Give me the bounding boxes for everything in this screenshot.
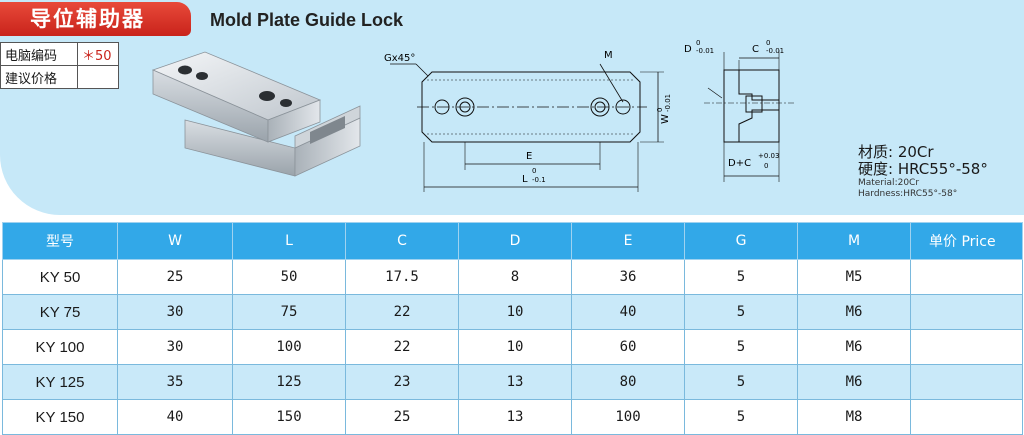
material-info: 材质: 20Cr 硬度: HRC55°-58° Material:20Cr Ha… <box>858 144 988 200</box>
e-label: E <box>526 151 532 162</box>
cell-m: M8 <box>797 399 911 435</box>
info-value: ＊50 <box>77 42 119 66</box>
technical-drawing-top: Gx45° M W 0 -0.01 E L 0 -0.1 <box>384 50 672 192</box>
cell-m: M6 <box>797 294 911 330</box>
cell-g: 5 <box>684 364 798 400</box>
cell-d: 10 <box>458 294 572 330</box>
cell-model: KY 125 <box>2 364 118 400</box>
table-row: KY 50 25 50 17.5 8 36 5 M5 <box>2 259 1023 295</box>
table-row: KY 150 40 150 25 13 100 5 M8 <box>2 399 1023 435</box>
cell-e: 36 <box>571 259 685 295</box>
col-header-w: W <box>117 222 233 260</box>
cell-g: 5 <box>684 399 798 435</box>
col-header-c: C <box>345 222 459 260</box>
col-header-price: 单价 Price <box>910 222 1023 260</box>
cell-l: 100 <box>232 329 346 365</box>
cell-price <box>910 294 1023 330</box>
col-header-model: 型号 <box>2 222 118 260</box>
info-label: 建议价格 <box>0 65 78 89</box>
product-image <box>151 51 361 177</box>
cell-w: 35 <box>117 364 233 400</box>
c-tol-lower: -0.01 <box>766 47 784 55</box>
info-table: 电脑编码 ＊50 建议价格 <box>0 42 119 89</box>
d-label: D <box>684 44 692 55</box>
m-label: M <box>604 50 613 61</box>
cell-d: 13 <box>458 399 572 435</box>
page-subtitle: Mold Plate Guide Lock <box>210 10 404 30</box>
cell-c: 25 <box>345 399 459 435</box>
l-label: L <box>522 174 528 185</box>
cell-c: 22 <box>345 329 459 365</box>
cell-e: 60 <box>571 329 685 365</box>
cell-l: 150 <box>232 399 346 435</box>
cell-price <box>910 259 1023 295</box>
material-cn: 材质: 20Cr <box>858 143 934 161</box>
cell-g: 5 <box>684 294 798 330</box>
c-tol-upper: 0 <box>766 39 770 47</box>
cell-model: KY 100 <box>2 329 118 365</box>
cell-g: 5 <box>684 329 798 365</box>
table-row: KY 100 30 100 22 10 60 5 M6 <box>2 329 1023 365</box>
dc-tol-lower: 0 <box>764 162 768 170</box>
cell-model: KY 50 <box>2 259 118 295</box>
cell-w: 30 <box>117 329 233 365</box>
info-label: 电脑编码 <box>0 42 78 66</box>
c-label: C <box>752 44 759 55</box>
cell-model: KY 150 <box>2 399 118 435</box>
w-tol-lower: -0.01 <box>664 94 672 112</box>
col-header-d: D <box>458 222 572 260</box>
cell-d: 8 <box>458 259 572 295</box>
cell-m: M6 <box>797 364 911 400</box>
table-row: KY 125 35 125 23 13 80 5 M6 <box>2 364 1023 400</box>
cell-d: 10 <box>458 329 572 365</box>
info-row: 电脑编码 ＊50 <box>0 42 119 66</box>
d-tol-lower: -0.01 <box>696 47 714 55</box>
cell-m: M5 <box>797 259 911 295</box>
dc-tol-upper: +0.03 <box>758 152 779 160</box>
hardness-cn: 硬度: HRC55°-58° <box>858 160 988 178</box>
cell-g: 5 <box>684 259 798 295</box>
cell-c: 23 <box>345 364 459 400</box>
cell-d: 13 <box>458 364 572 400</box>
table-row: KY 75 30 75 22 10 40 5 M6 <box>2 294 1023 330</box>
cell-model: KY 75 <box>2 294 118 330</box>
technical-drawing-side: D 0 -0.01 C 0 -0.01 D+C +0.03 0 <box>684 39 794 182</box>
hardness-en: Hardness:HRC55°-58° <box>858 189 958 199</box>
l-tol-upper: 0 <box>532 167 536 175</box>
spec-header-row: 型号 W L C D E G M 单价 Price <box>2 222 1023 260</box>
cell-c: 22 <box>345 294 459 330</box>
cell-w: 25 <box>117 259 233 295</box>
cell-price <box>910 364 1023 400</box>
cell-e: 80 <box>571 364 685 400</box>
spec-table: 型号 W L C D E G M 单价 Price KY 50 25 50 17… <box>2 222 1023 435</box>
cell-e: 100 <box>571 399 685 435</box>
cell-price <box>910 329 1023 365</box>
col-header-e: E <box>571 222 685 260</box>
cell-c: 17.5 <box>345 259 459 295</box>
cell-m: M6 <box>797 329 911 365</box>
info-value <box>77 65 119 89</box>
cell-price <box>910 399 1023 435</box>
cell-l: 50 <box>232 259 346 295</box>
material-en: Material:20Cr <box>858 178 920 188</box>
cell-l: 75 <box>232 294 346 330</box>
l-tol-lower: -0.1 <box>532 176 546 184</box>
dc-label: D+C <box>728 158 751 169</box>
w-label: W <box>660 114 671 124</box>
cell-e: 40 <box>571 294 685 330</box>
d-tol-upper: 0 <box>696 39 700 47</box>
col-header-g: G <box>684 222 798 260</box>
cell-w: 30 <box>117 294 233 330</box>
page-title: 导位辅助器 <box>0 2 191 36</box>
col-header-m: M <box>797 222 911 260</box>
chamfer-label: Gx45° <box>384 53 415 64</box>
col-header-l: L <box>232 222 346 260</box>
cell-w: 40 <box>117 399 233 435</box>
cell-l: 125 <box>232 364 346 400</box>
w-tol-upper: 0 <box>656 108 664 112</box>
info-row: 建议价格 <box>0 65 119 89</box>
